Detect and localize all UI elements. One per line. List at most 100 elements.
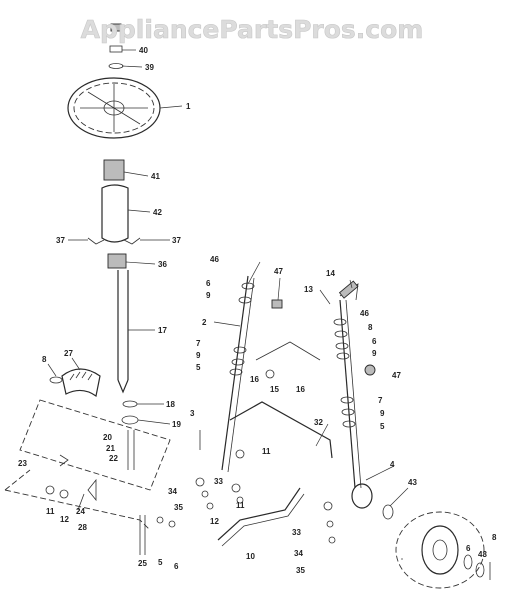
label-34-right: 34 — [294, 549, 303, 558]
part-4-hub — [351, 483, 373, 509]
part-23-spacer — [59, 454, 69, 467]
part-5-right-washer — [342, 420, 356, 428]
label-25: 25 — [138, 559, 147, 568]
part-11-nut — [45, 485, 55, 495]
part-33-left-washer — [195, 477, 205, 487]
part-14-bolt — [338, 280, 359, 299]
label-1: 1 — [186, 102, 191, 111]
part-19-gear — [121, 415, 139, 425]
label-32: 32 — [314, 418, 323, 427]
label-8-right: 8 — [368, 323, 373, 332]
label-6-left: 6 — [206, 279, 211, 288]
part-8-bushing — [49, 376, 63, 384]
label-22: 22 — [109, 454, 118, 463]
label-42: 42 — [153, 208, 162, 217]
label-7-left: 7 — [196, 339, 201, 348]
label-12-mid: 12 — [210, 517, 219, 526]
part-24-bracket — [87, 478, 97, 502]
part-7-left-washer — [233, 346, 247, 354]
label-11-mid: 11 — [262, 447, 271, 456]
part-wheel-rim — [421, 525, 459, 575]
label-35-left: 35 — [174, 503, 183, 512]
label-9-right: 9 — [372, 349, 377, 358]
left-spindle-assembly — [195, 275, 333, 547]
label-18: 18 — [166, 400, 175, 409]
label-35-right: 35 — [296, 566, 305, 575]
label-39: 39 — [145, 63, 154, 72]
label-43-wheel: 43 — [478, 550, 487, 559]
sector-gear-assembly — [4, 368, 176, 555]
reference-frame-lower — [4, 469, 151, 531]
label-11-low: 11 — [236, 501, 245, 510]
steering-column — [67, 23, 161, 470]
part-wheel-hub — [432, 539, 448, 561]
part-35-left-nut — [206, 502, 214, 510]
part-1-hub — [103, 100, 125, 116]
part-2-spindle-left-edge — [227, 277, 255, 473]
part-5-left-washer — [229, 368, 243, 376]
label-47-right: 47 — [392, 371, 401, 380]
label-47-left: 47 — [274, 267, 283, 276]
label-24: 24 — [76, 507, 85, 516]
part-9b-right-washer — [341, 408, 355, 416]
part-43-wheel-bearing — [475, 562, 485, 578]
label-13: 13 — [304, 285, 313, 294]
label-16-right: 16 — [296, 385, 305, 394]
label-7-right: 7 — [378, 396, 383, 405]
part-11-left-nut — [235, 449, 245, 459]
part-labels: 40 39 1 41 42 37 37 36 17 8 27 18 19 20 … — [18, 46, 497, 575]
right-spindle-assembly — [323, 280, 491, 589]
part-42-sleeve — [101, 184, 129, 243]
label-33-left: 33 — [214, 477, 223, 486]
part-47-left-nut — [271, 299, 283, 309]
part-17-shaft-end — [117, 379, 129, 394]
part-5-washer — [156, 516, 164, 524]
label-23: 23 — [18, 459, 27, 468]
part-27-sector-gear — [61, 368, 101, 398]
label-9b-right: 9 — [380, 409, 385, 418]
label-9b-left: 9 — [196, 351, 201, 360]
part-40 — [109, 45, 123, 53]
part-11b-left-nut — [231, 483, 241, 493]
part-9-right-washer — [336, 352, 350, 360]
part-6-left-washer — [241, 282, 255, 290]
label-28: 28 — [78, 523, 87, 532]
part-6-wheel-washer — [463, 554, 473, 570]
part-4-spindle-right-edge — [345, 299, 362, 489]
part-1-spokes — [80, 84, 148, 132]
part-12-washer — [59, 489, 69, 499]
label-41: 41 — [151, 172, 160, 181]
part-34-left-washer — [201, 490, 209, 498]
label-34-left: 34 — [168, 487, 177, 496]
label-43-upper: 43 — [408, 478, 417, 487]
part-32-tie-rod — [229, 401, 333, 459]
label-5-right: 5 — [380, 422, 385, 431]
label-8-left: 8 — [42, 355, 47, 364]
label-12-lower: 12 — [60, 515, 69, 524]
watermark-text: AppliancePartsPros.com — [81, 15, 424, 44]
label-10: 10 — [246, 552, 255, 561]
part-4-spindle-right — [339, 299, 356, 489]
label-37-left: 37 — [56, 236, 65, 245]
part-28-bolt — [77, 493, 85, 511]
label-2: 2 — [202, 318, 207, 327]
part-35-right-nut — [328, 536, 336, 544]
label-40: 40 — [139, 46, 148, 55]
label-27: 27 — [64, 349, 73, 358]
part-36-nut — [107, 253, 127, 269]
part-8-right-washer — [334, 330, 348, 338]
label-14: 14 — [326, 269, 335, 278]
part-10-drag-link — [217, 487, 301, 541]
part-33-right-washer — [323, 501, 333, 511]
part-27-teeth — [69, 371, 93, 381]
label-6-lower: 6 — [174, 562, 179, 571]
part-20-pin — [127, 430, 135, 470]
part-43-bearing — [382, 504, 394, 520]
label-5-left: 5 — [196, 363, 201, 372]
label-6-wheel: 6 — [466, 544, 471, 553]
part-7-right-washer — [340, 396, 354, 404]
label-17: 17 — [158, 326, 167, 335]
part-46-right-washer — [333, 318, 347, 326]
